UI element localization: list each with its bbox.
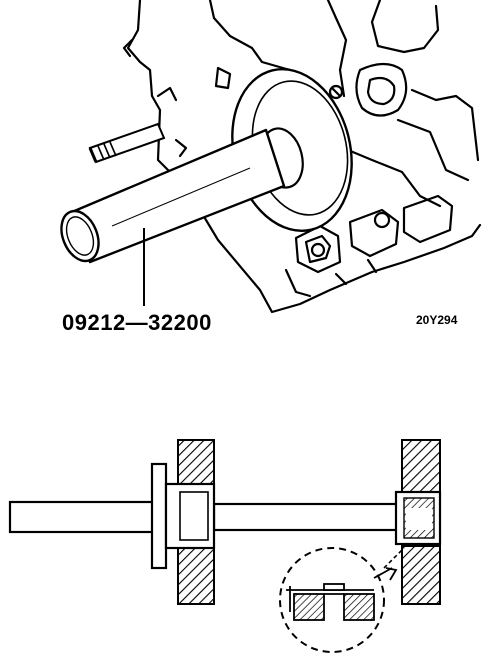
detail-leader: [383, 547, 405, 569]
tool-part-number: 09212—32200: [62, 310, 212, 335]
right-wall-upper: [401, 439, 441, 493]
section-flange: [150, 462, 168, 570]
detail-circle: [279, 547, 385, 653]
right-wall-lower: [401, 545, 441, 605]
section-shaft-right: [212, 502, 408, 532]
figure-code: 20Y294: [416, 313, 458, 327]
tool-shaft: [60, 128, 286, 264]
left-wall-lower: [177, 545, 215, 605]
threaded-stud: [88, 122, 166, 164]
left-bushing: [164, 482, 216, 550]
left-bushing-inner: [179, 491, 209, 541]
section-shaft-left: [8, 500, 162, 534]
detail-content: [286, 567, 398, 621]
lower-figure-section: [8, 439, 442, 653]
